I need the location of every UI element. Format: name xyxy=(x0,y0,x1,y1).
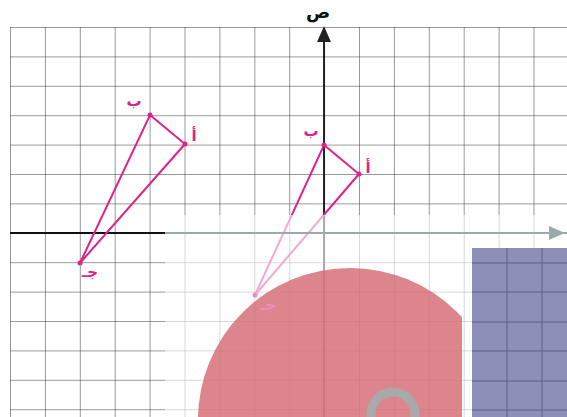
vertex-label: أ xyxy=(365,161,370,176)
blue-panel xyxy=(472,248,567,417)
grey-ring xyxy=(371,392,415,417)
vertex-label: أ xyxy=(191,129,196,144)
vertex-label: ب xyxy=(126,94,141,109)
axis-label: ص xyxy=(306,3,330,21)
vertex-label: جـ xyxy=(82,265,98,280)
pink-shape xyxy=(198,268,462,417)
vertex-label: جـ xyxy=(260,298,276,313)
vertex-label: ب xyxy=(303,124,318,139)
